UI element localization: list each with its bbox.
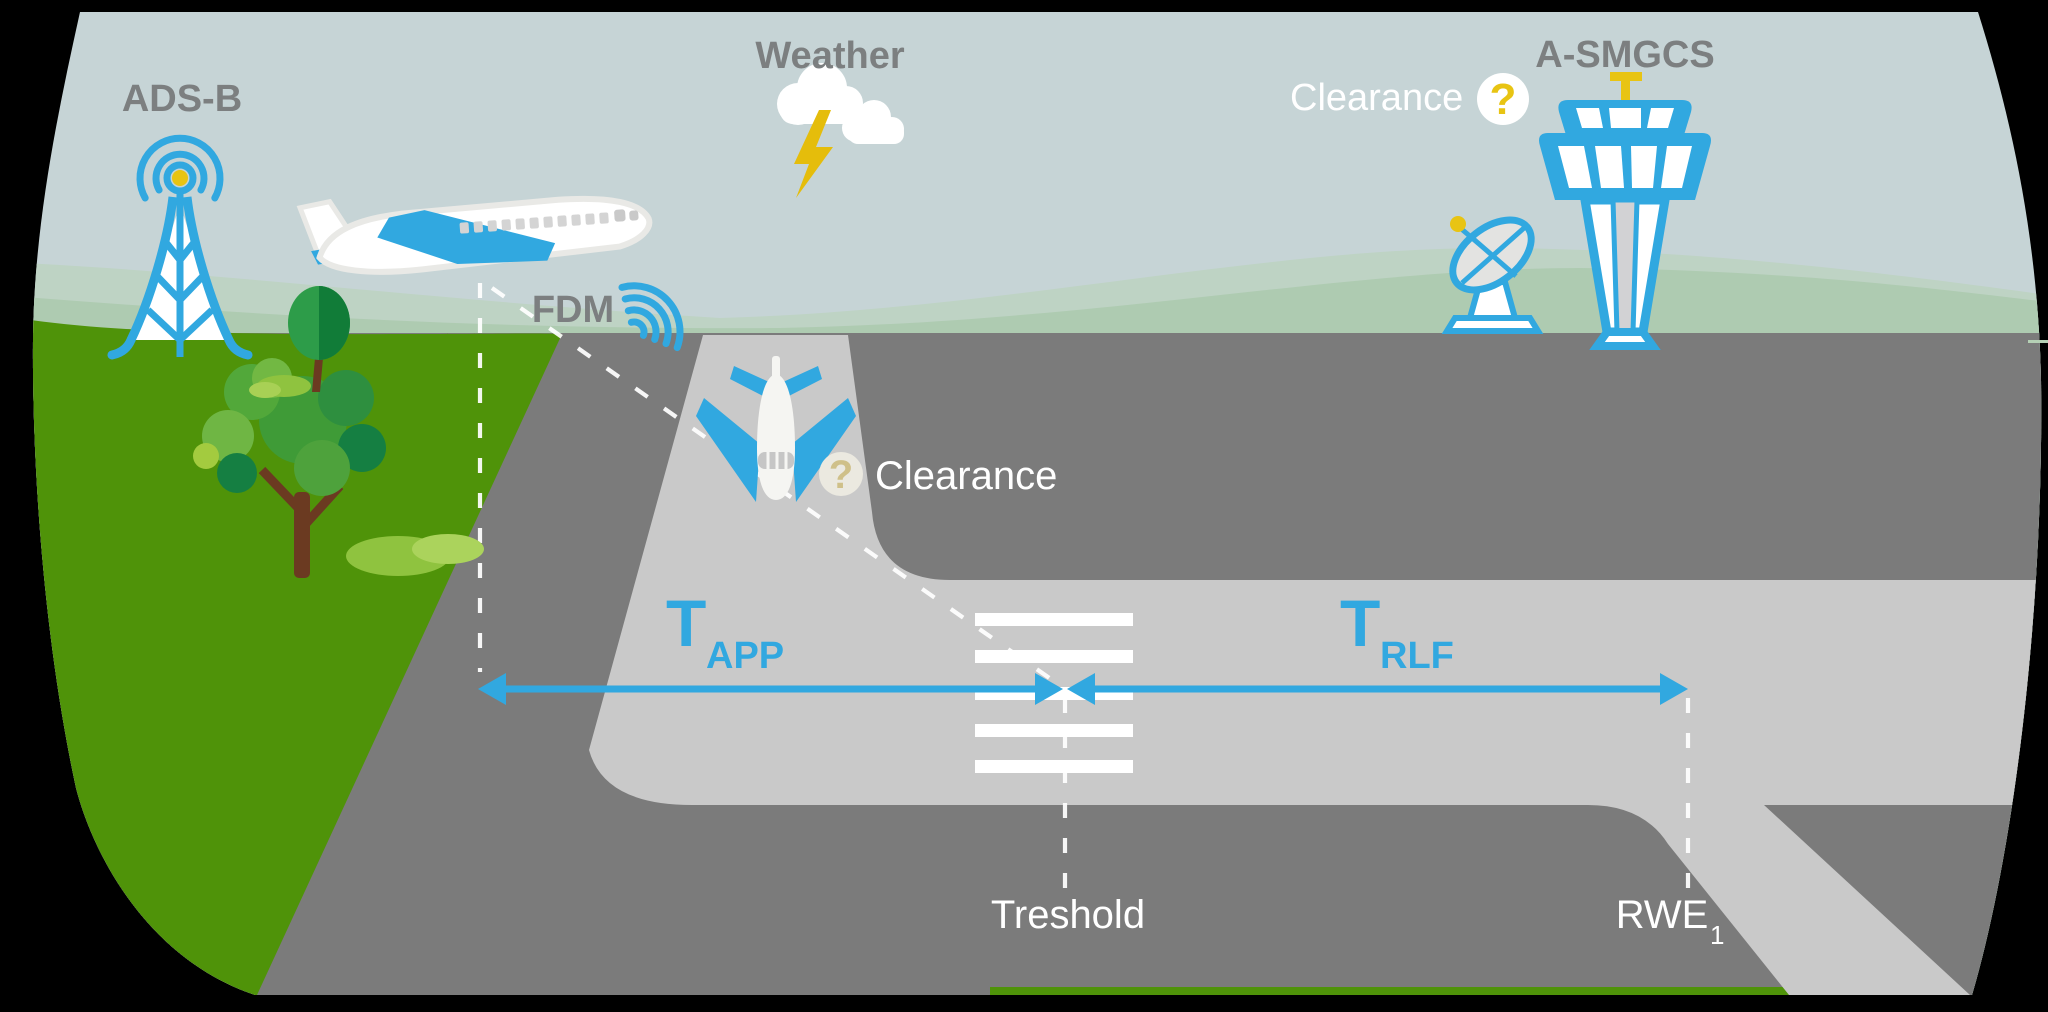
arrowhead-left — [1067, 673, 1095, 705]
t-app-label: T — [666, 586, 706, 660]
cab-window — [1631, 146, 1657, 188]
small-tree — [249, 286, 350, 398]
tower-base — [1589, 328, 1661, 350]
foliage — [193, 443, 219, 469]
clearance-mid-label: Clearance — [875, 454, 1057, 498]
bush — [412, 534, 484, 564]
cab-window — [1661, 146, 1692, 188]
question-badge — [1477, 73, 1529, 125]
treshold-label: Treshold — [991, 893, 1145, 937]
arrowhead-left — [478, 673, 506, 705]
bush — [249, 382, 281, 398]
grass-bottom-edge — [990, 987, 1800, 995]
plane-stabilizer-left — [730, 366, 769, 398]
radar-feed-dot — [1450, 216, 1466, 232]
question-mark-icon: ? — [1490, 75, 1517, 124]
clearance-query-mid: ? — [819, 452, 863, 497]
control-tower — [1539, 72, 1711, 350]
t-rlf-label: T — [1340, 586, 1380, 660]
airplane-topdown-icon — [696, 356, 856, 502]
arrowhead-right — [1035, 673, 1063, 705]
t-app-arrow — [478, 673, 1063, 705]
threshold-stripe — [975, 650, 1133, 663]
foliage — [338, 424, 386, 472]
radar-struts — [1456, 224, 1526, 285]
ads-b-label: ADS-B — [122, 78, 242, 120]
cab-window — [1647, 108, 1674, 128]
rwe-label: RWE — [1616, 893, 1709, 937]
tree-trunk — [312, 358, 323, 392]
edge-artifact-line — [2028, 340, 2048, 343]
plane-wing-left — [696, 398, 760, 502]
antenna-braces — [145, 237, 215, 345]
tower-stem-core — [1610, 197, 1640, 335]
threshold-stripe — [975, 760, 1133, 773]
large-tree — [193, 358, 484, 578]
question-badge — [819, 452, 863, 496]
signal-arc-inner — [152, 150, 208, 194]
lightning-bolt-icon — [794, 110, 833, 198]
radar-dish — [1441, 216, 1544, 334]
antenna-hub-ring — [163, 161, 197, 195]
tree-canopy-shade — [319, 286, 350, 360]
weather-icon — [777, 63, 904, 198]
a-smgcs-label: A-SMGCS — [1535, 34, 1714, 76]
tower-antenna-mast — [1621, 72, 1630, 102]
fdm-signal-icon — [618, 282, 684, 352]
foliage — [217, 453, 257, 493]
glidepath-dashed-line — [490, 286, 1060, 686]
runway-surface — [589, 335, 2042, 995]
rwe-sub-label: 1 — [1710, 920, 1724, 950]
fdm-label: FDM — [532, 289, 614, 331]
signal-arc-outer — [136, 134, 224, 202]
grass-field — [32, 315, 562, 995]
ads-b-antenna — [107, 134, 253, 360]
plane-stabilizer-right — [783, 366, 822, 398]
radar-base — [1441, 315, 1544, 334]
cab-window — [1558, 146, 1592, 188]
arrowhead-right — [1660, 673, 1688, 705]
plane-cockpit-window — [629, 210, 639, 221]
cab-window — [1609, 108, 1641, 128]
t-rlf-arrow — [1067, 673, 1688, 705]
threshold-stripe — [975, 724, 1133, 737]
airplane-flying-icon — [296, 195, 653, 275]
antenna-hub-dot — [172, 170, 188, 186]
cab-window — [1576, 108, 1603, 128]
t-rlf-sub-label: RLF — [1380, 635, 1454, 677]
plane-wing-right — [792, 398, 856, 502]
clearance-query-top: ? — [1477, 73, 1529, 125]
plane-wing — [377, 210, 556, 264]
antenna-leg-left — [126, 196, 178, 342]
threshold-stripe — [975, 613, 1133, 626]
windshield-dividers — [766, 452, 788, 469]
t-app-sub-label: APP — [706, 635, 784, 677]
foliage — [318, 370, 374, 426]
cab-window — [1595, 146, 1624, 188]
plane-cockpit-window — [614, 209, 626, 222]
antenna-feet — [107, 335, 253, 360]
antenna-leg-right — [182, 196, 234, 342]
clearance-top-label: Clearance — [1290, 77, 1463, 119]
question-mark-icon: ? — [829, 453, 853, 497]
weather-label: Weather — [755, 35, 904, 77]
plane-windows — [459, 212, 609, 234]
foliage — [294, 440, 350, 496]
